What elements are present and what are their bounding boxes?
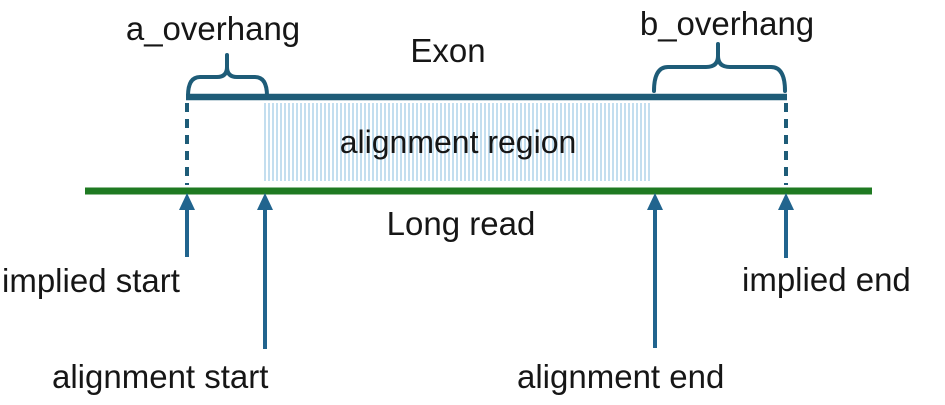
alignment-start-label: alignment start [52, 358, 269, 395]
alignment-region-hatch: alignment region [264, 103, 652, 181]
implied-end-arrow up-arrow-icon [778, 193, 794, 258]
implied-start-label: implied start [2, 262, 180, 299]
long-read-label: Long read [386, 205, 536, 242]
alignment-end-arrow up-arrow-icon [647, 193, 663, 348]
a-overhang-brace curly-brace-icon [186, 53, 269, 98]
b-overhang-brace curly-brace-icon [652, 42, 787, 93]
alignment-end-label: alignment end [517, 358, 725, 395]
implied-start-arrow up-arrow-icon [179, 193, 195, 257]
a-overhang-label: a_overhang [125, 10, 301, 47]
implied-end-label: implied end [742, 261, 911, 298]
alignment-region-label: alignment region [339, 123, 577, 160]
b-overhang-label: b_overhang [639, 5, 815, 42]
exon-label: Exon [410, 32, 486, 69]
alignment-start-arrow up-arrow-icon [257, 193, 273, 349]
